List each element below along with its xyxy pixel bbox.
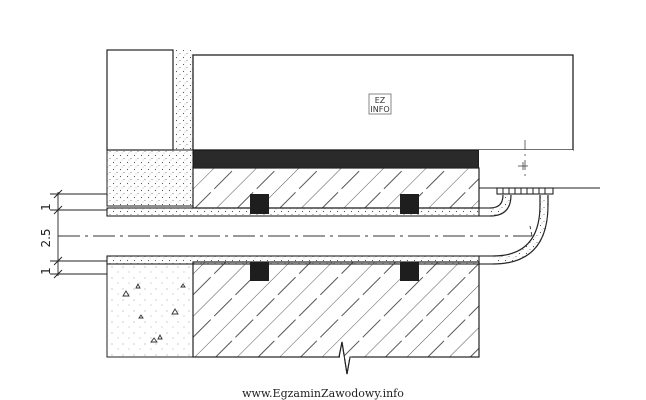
wall-block-top: [106, 49, 174, 151]
drain-grate: [496, 187, 554, 195]
anchor-block-upper-left: [250, 194, 269, 214]
anchor-block-lower-left: [250, 262, 269, 281]
anchor-block-upper-right: [400, 194, 419, 214]
dimension-top: 1: [39, 203, 53, 211]
concrete-block: [106, 263, 194, 358]
footer-url: www.EgzaminZawodowy.info: [242, 387, 404, 400]
ez-info-logo: EZ INFO: [368, 93, 392, 115]
concrete-hatched-lower: [192, 261, 480, 358]
svg-text:EZ: EZ: [375, 96, 386, 105]
pipe-upper-wall: [106, 207, 480, 217]
concrete-hatched-upper: [192, 167, 480, 209]
insulation-layer: [192, 149, 480, 169]
wall-dotted: [106, 149, 194, 207]
aggregate-marks: [122, 282, 186, 343]
dimension-middle: 2.5: [39, 228, 53, 247]
dimension-lines: [50, 189, 107, 279]
anchor-block-lower-right: [400, 262, 419, 281]
pipe-lower-wall: [106, 255, 480, 265]
plaster-strip: [173, 50, 193, 150]
svg-text:INFO: INFO: [370, 105, 389, 114]
pipe-channel: [107, 216, 479, 260]
dimension-bottom: 1: [39, 267, 53, 275]
